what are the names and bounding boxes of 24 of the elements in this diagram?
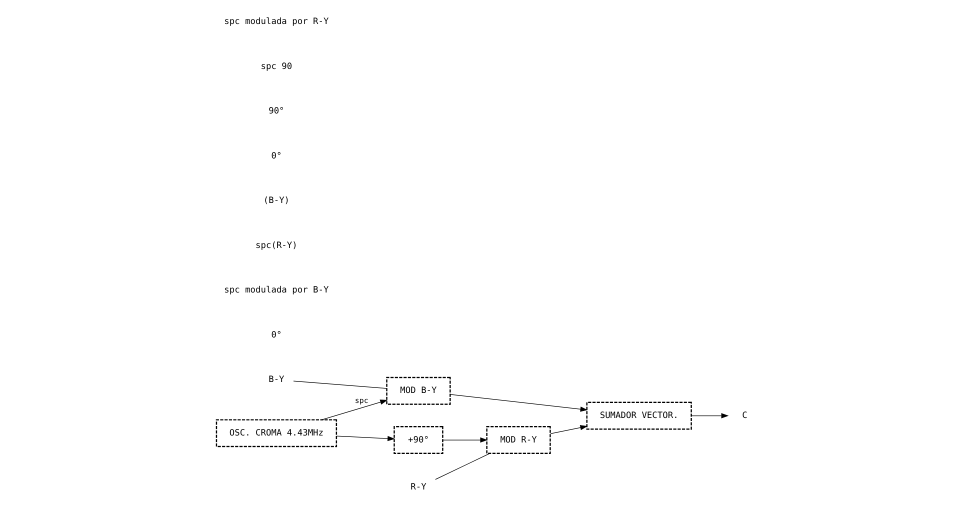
label: spc(R-Y) bbox=[255, 240, 297, 251]
node-box: MOD B-Y bbox=[386, 376, 450, 405]
label: spc modulada por R-Y bbox=[224, 17, 328, 28]
connector bbox=[434, 453, 490, 480]
arrow bbox=[449, 394, 588, 412]
label: spc modulada por B-Y bbox=[224, 286, 328, 296]
connector bbox=[292, 380, 386, 389]
node-box: +90° bbox=[393, 426, 443, 454]
node-text: C bbox=[742, 411, 747, 422]
label: (B-Y) bbox=[262, 196, 290, 206]
label: spc 90 bbox=[260, 62, 292, 72]
label: 0° bbox=[270, 151, 282, 162]
node-box: OSC. CROMA 4.43MHz bbox=[215, 419, 337, 448]
label: 90° bbox=[268, 106, 284, 117]
node-text: B-Y bbox=[268, 375, 284, 386]
arrow bbox=[550, 425, 588, 434]
node-box: SUMADOR VECTOR. bbox=[586, 402, 692, 430]
arrow bbox=[320, 400, 388, 420]
label: 0° bbox=[270, 330, 282, 340]
arrow bbox=[336, 436, 395, 442]
node-text: R-Y bbox=[410, 482, 426, 493]
arrow bbox=[442, 437, 488, 443]
node-box: MOD R-Y bbox=[486, 426, 550, 454]
arrow bbox=[690, 413, 728, 418]
